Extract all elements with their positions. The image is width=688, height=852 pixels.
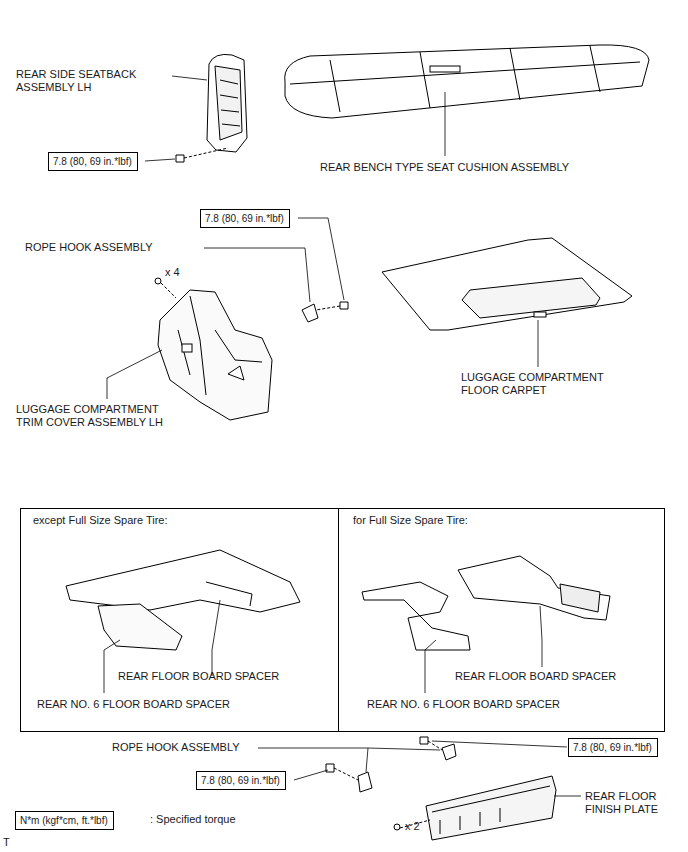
torque-box: 7.8 (80, 69 in.*lbf) <box>200 209 290 228</box>
variant-caption: except Full Size Spare Tire: <box>33 514 168 527</box>
part-name: LUGGAGE COMPARTMENT TRIM COVER ASSEMBLY … <box>16 403 178 429</box>
torque-box: 7.8 (80, 69 in.*lbf) <box>196 771 286 790</box>
torque-value: 7.8 (80, 69 in.*lbf) <box>201 775 280 786</box>
variant-caption: for Full Size Spare Tire: <box>353 514 468 527</box>
part-name: REAR FLOOR FINISH PLATE <box>585 790 680 816</box>
part-name: REAR SIDE SEATBACK ASSEMBLY LH <box>16 68 174 94</box>
legend-torque-box: N*m (kgf*cm, ft.*lbf) <box>15 811 114 830</box>
part-name: ROPE HOOK ASSEMBLY <box>25 241 153 254</box>
part-name: REAR FLOOR BOARD SPACER <box>455 670 616 683</box>
torque-value: 7.8 (80, 69 in.*lbf) <box>53 156 132 167</box>
part-name: REAR BENCH TYPE SEAT CUSHION ASSEMBLY <box>320 161 569 174</box>
torque-box: 7.8 (80, 69 in.*lbf) <box>568 738 658 757</box>
quantity: x 2 <box>405 820 420 833</box>
part-name: REAR NO. 6 FLOOR BOARD SPACER <box>367 698 560 711</box>
torque-value: N*m (kgf*cm, ft.*lbf) <box>20 815 108 826</box>
part-name: ROPE HOOK ASSEMBLY <box>112 741 240 754</box>
torque-value: 7.8 (80, 69 in.*lbf) <box>205 213 284 224</box>
part-name: REAR NO. 6 FLOOR BOARD SPACER <box>37 698 230 711</box>
part-name: LUGGAGE COMPARTMENT FLOOR CARPET <box>461 371 616 397</box>
quantity: x 4 <box>165 266 180 279</box>
legend-text: : Specified torque <box>150 813 236 826</box>
part-name: REAR FLOOR BOARD SPACER <box>118 670 279 683</box>
variant-panel: for Full Size Spare Tire: REAR FLOOR BOAR… <box>338 508 665 732</box>
figure-mark: T <box>3 836 10 849</box>
torque-box: 7.8 (80, 69 in.*lbf) <box>48 152 138 171</box>
torque-value: 7.8 (80, 69 in.*lbf) <box>573 742 652 753</box>
variant-panel: except Full Size Spare Tire: REAR FLOOR B… <box>20 508 339 732</box>
